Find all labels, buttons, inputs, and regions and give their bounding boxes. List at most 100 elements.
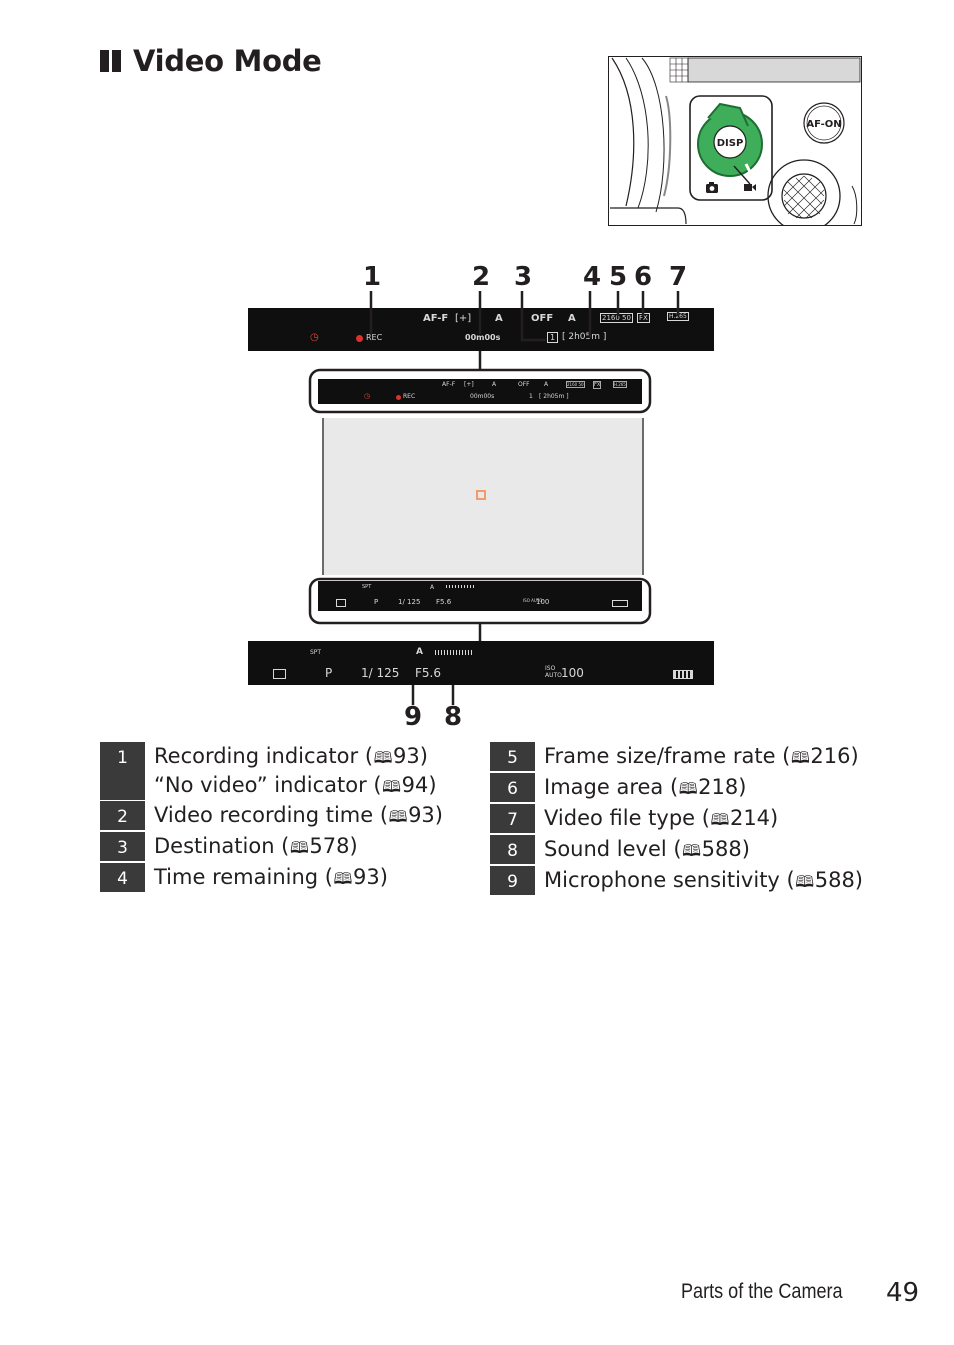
legend-number: 3 bbox=[100, 832, 145, 861]
callout-6: 6 bbox=[634, 262, 653, 292]
metering-mode-icon bbox=[273, 669, 286, 679]
legend-item-5: 5 Frame size/frame rate (🕮216) bbox=[490, 742, 859, 771]
screen-timer-icon: ◷ bbox=[364, 392, 371, 400]
mic-sensitivity: A bbox=[416, 647, 423, 657]
legend-ref: 216) bbox=[810, 744, 859, 768]
page-title: Video Mode bbox=[133, 44, 322, 78]
legend-text: Destination ( bbox=[154, 834, 290, 858]
legend-number: 8 bbox=[490, 835, 535, 864]
sub-selector-icon bbox=[783, 175, 825, 219]
screen-aperture: F5.6 bbox=[436, 598, 452, 606]
screen-shutter: 1/ 125 bbox=[398, 598, 421, 606]
exposure-mode: P bbox=[325, 666, 333, 680]
callout-9: 9 bbox=[404, 702, 423, 732]
screen-af-mode: AF-F bbox=[442, 381, 456, 388]
video-mode-diagram: 1 2 3 4 5 6 7 9 8 AF-F [+] A OFF A 2160 … bbox=[246, 258, 716, 733]
footer-section-title: Parts of the Camera bbox=[681, 1280, 843, 1303]
battery-icon bbox=[673, 670, 693, 679]
camera-disp-illustration: DISP AF-ON bbox=[608, 56, 862, 226]
screen-top-bar: AF-F [+] A OFF A 2160 50 FX H.265 ◷ REC … bbox=[318, 379, 642, 404]
bottom-info-bar: SPT A P 1/ 125 F5.6 ISO AUTO 100 bbox=[248, 641, 714, 685]
screen-time: 00m00s bbox=[470, 393, 495, 400]
legend-number: 1 bbox=[100, 742, 145, 800]
callout-4: 4 bbox=[583, 262, 602, 292]
legend-item-9: 9 Microphone sensitivity (🕮588) bbox=[490, 866, 863, 895]
callout-8: 8 bbox=[444, 702, 463, 732]
screen-metering: A bbox=[492, 381, 497, 388]
legend-ref: 93) bbox=[408, 803, 443, 827]
callout-5: 5 bbox=[609, 262, 628, 292]
screen-iso-label: ISO AUTO bbox=[523, 598, 543, 603]
screen-battery-icon bbox=[612, 600, 628, 607]
book-icon: 🕮 bbox=[373, 748, 393, 767]
aperture: F5.6 bbox=[415, 666, 441, 680]
legend-item-6: 6 Image area (🕮218) bbox=[490, 773, 746, 802]
legend-text: Image area ( bbox=[544, 775, 679, 799]
legend-text: Microphone sensitivity ( bbox=[544, 868, 795, 892]
screen-rec-dot-icon bbox=[396, 395, 401, 400]
shutter-speed: 1/ 125 bbox=[361, 666, 400, 680]
rec-indicator: REC bbox=[366, 333, 383, 342]
section-heading: Video Mode bbox=[100, 44, 322, 78]
callout-3: 3 bbox=[514, 262, 533, 292]
legend-number: 9 bbox=[490, 866, 535, 895]
book-icon: 🕮 bbox=[790, 748, 810, 767]
live-view-area bbox=[322, 418, 644, 575]
spt-indicator: SPT bbox=[310, 649, 322, 656]
legend-text: Video recording time ( bbox=[154, 803, 389, 827]
callout-7: 7 bbox=[669, 262, 688, 292]
legend-text: “No video” indicator ( bbox=[154, 773, 382, 797]
legend-text: Frame size/frame rate ( bbox=[544, 744, 791, 768]
metering-icon: A bbox=[495, 313, 503, 324]
legend-text: Video file type ( bbox=[544, 806, 710, 830]
disp-label: DISP bbox=[717, 138, 744, 149]
screen-mode: P bbox=[374, 598, 379, 606]
legend-item-8: 8 Sound level (🕮588) bbox=[490, 835, 750, 864]
legend-ref: 218) bbox=[698, 775, 747, 799]
screen-sound-meter bbox=[446, 585, 474, 588]
timer-icon: ◷ bbox=[310, 332, 319, 343]
photo-icon bbox=[706, 182, 718, 193]
active-d-lighting: OFF bbox=[531, 313, 554, 324]
legend-item-3: 3 Destination (🕮578) bbox=[100, 832, 358, 861]
iso-value: 100 bbox=[561, 666, 584, 680]
book-icon: 🕮 bbox=[333, 869, 353, 888]
legend-ref: 94) bbox=[401, 773, 437, 797]
screen-d-lighting: OFF bbox=[518, 381, 530, 388]
legend-item-7: 7 Video file type (🕮214) bbox=[490, 804, 778, 833]
screen-mic: A bbox=[430, 584, 435, 591]
legend-ref: 588) bbox=[814, 868, 863, 892]
legend-item-2: 2 Video recording time (🕮93) bbox=[100, 801, 443, 830]
legend-number: 6 bbox=[490, 773, 535, 802]
screen-image-area: FX bbox=[593, 381, 602, 389]
legend-number: 7 bbox=[490, 804, 535, 833]
legend-item-1: 1 Recording indicator (🕮93) “No video” i… bbox=[100, 742, 437, 800]
af-area: [+] bbox=[455, 313, 472, 324]
frame-size-rate: 2160 50 bbox=[600, 313, 633, 323]
book-icon: 🕮 bbox=[795, 872, 815, 891]
screen-frame-size: 2160 50 bbox=[566, 381, 585, 388]
screen-rec: REC bbox=[403, 393, 416, 400]
legend-ref: 578) bbox=[309, 834, 358, 858]
legend-ref: 588) bbox=[701, 837, 750, 861]
book-icon: 🕮 bbox=[289, 838, 309, 857]
callout-2: 2 bbox=[472, 262, 491, 292]
screen-dest: 1 bbox=[529, 393, 533, 400]
legend-text: Sound level ( bbox=[544, 837, 682, 861]
screen-spt: SPT bbox=[362, 584, 372, 590]
recording-time: 00m00s bbox=[465, 333, 501, 342]
screen-iso: 100 bbox=[536, 598, 550, 606]
sound-level-meter bbox=[435, 650, 473, 655]
legend-text: Recording indicator ( bbox=[154, 744, 374, 768]
book-icon: 🕮 bbox=[382, 777, 402, 796]
legend-item-4: 4 Time remaining (🕮93) bbox=[100, 863, 388, 892]
screen-af-area: [+] bbox=[464, 381, 474, 388]
video-icon bbox=[744, 184, 756, 191]
page-number: 49 bbox=[886, 1278, 920, 1308]
legend-number: 5 bbox=[490, 742, 535, 771]
white-balance: A bbox=[568, 313, 576, 324]
legend-number: 4 bbox=[100, 863, 145, 892]
af-on-label: AF-ON bbox=[806, 119, 841, 130]
callout-1: 1 bbox=[363, 262, 382, 292]
legend-ref: 93) bbox=[393, 744, 428, 768]
